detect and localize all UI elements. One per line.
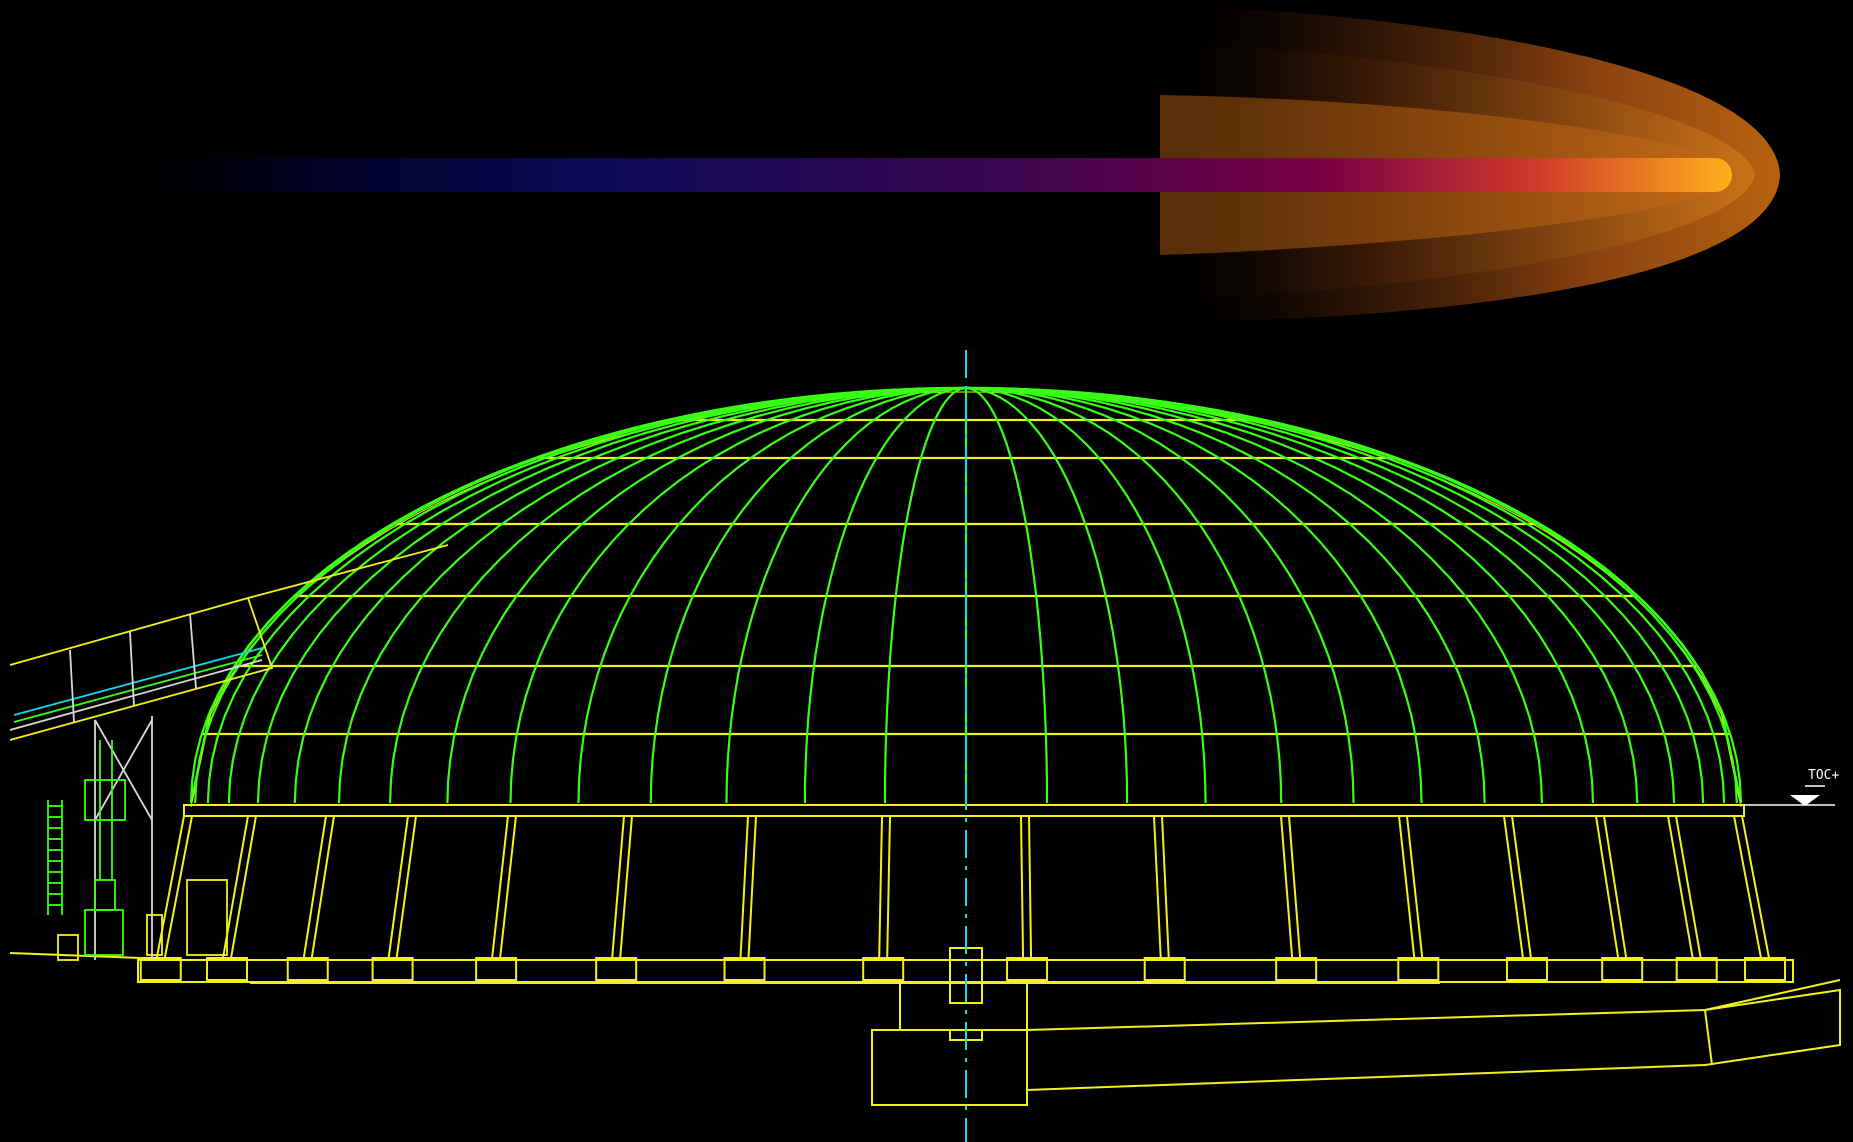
dome-rib bbox=[337, 386, 967, 804]
dome-rib bbox=[509, 386, 967, 804]
transfer-tower bbox=[84, 779, 126, 821]
drive-unit bbox=[84, 909, 124, 956]
wall-column bbox=[1732, 815, 1771, 959]
dome-rib bbox=[965, 386, 1129, 804]
column-footing bbox=[723, 957, 766, 981]
tunnel-joint bbox=[1704, 1009, 1713, 1066]
wall-column bbox=[1019, 815, 1033, 959]
dome-rib bbox=[965, 386, 1639, 804]
conveyor-belt-2 bbox=[13, 654, 263, 723]
tower-brace-2 bbox=[94, 719, 153, 821]
dome-rib bbox=[965, 386, 1207, 804]
column-footing bbox=[1744, 957, 1787, 981]
wall-column bbox=[1152, 815, 1170, 959]
transfer-chute bbox=[94, 879, 116, 911]
dome-rib bbox=[293, 386, 967, 804]
reclaim-tunnel-box bbox=[871, 1029, 1028, 1106]
column-footing bbox=[1143, 957, 1186, 981]
dome-rib bbox=[189, 386, 967, 804]
dome-rib bbox=[965, 386, 1283, 804]
comet-trail bbox=[100, 5, 1780, 322]
column-footing bbox=[286, 957, 329, 981]
wall-column bbox=[1279, 815, 1302, 959]
wall-column bbox=[302, 815, 336, 959]
column-footing bbox=[1675, 957, 1718, 981]
wall-column bbox=[1397, 815, 1424, 959]
column-footing bbox=[1275, 957, 1318, 981]
wall-column bbox=[490, 815, 518, 959]
column-footing bbox=[139, 957, 182, 981]
dome-rib bbox=[965, 386, 1049, 804]
dome-rib bbox=[965, 386, 1543, 804]
conveyor-gallery bbox=[9, 544, 449, 961]
platform-box bbox=[186, 879, 228, 956]
wall-column bbox=[387, 815, 418, 959]
ring-beam bbox=[183, 804, 1745, 817]
wall-column bbox=[1666, 815, 1702, 959]
dome-rib bbox=[965, 386, 1355, 804]
wall-column bbox=[739, 815, 758, 959]
wall-column bbox=[878, 815, 892, 959]
comet-beam bbox=[100, 158, 1732, 192]
dome-rib bbox=[965, 386, 1705, 804]
column-footing bbox=[475, 957, 518, 981]
column-footing bbox=[1006, 957, 1049, 981]
dome-rib bbox=[965, 386, 1423, 804]
dome-rib bbox=[965, 386, 1595, 804]
dome-rib bbox=[965, 386, 1676, 804]
wall-column bbox=[1594, 815, 1628, 959]
dome-rib bbox=[883, 386, 967, 804]
column-footings bbox=[139, 957, 1787, 981]
wall-column bbox=[1502, 815, 1533, 959]
access-ladder bbox=[47, 800, 63, 915]
conveyor-lower-chord bbox=[9, 659, 263, 731]
truss-member bbox=[189, 613, 197, 689]
ground-line-left bbox=[9, 952, 141, 959]
column-footing bbox=[1505, 957, 1548, 981]
dome-rib bbox=[577, 386, 967, 804]
conveyor-roof bbox=[247, 544, 449, 599]
column-footing bbox=[862, 957, 905, 981]
dome-rib bbox=[965, 386, 1486, 804]
elevation-marker: TOC+ bbox=[1744, 768, 1839, 806]
left-footing bbox=[57, 934, 79, 961]
platform-box-2 bbox=[146, 914, 163, 956]
dome-rib bbox=[803, 386, 967, 804]
toc-label: TOC+ bbox=[1808, 768, 1839, 783]
truss-member bbox=[69, 649, 75, 723]
truss-member bbox=[129, 631, 135, 707]
column-footing bbox=[595, 957, 638, 981]
wall-columns bbox=[155, 815, 1771, 959]
conveyor-top-chord bbox=[9, 596, 274, 741]
tunnel-top-line bbox=[1704, 979, 1841, 1011]
reclaim-tunnel bbox=[1026, 988, 1841, 1091]
marker-triangle bbox=[1790, 795, 1820, 806]
conveyor-belt bbox=[13, 647, 263, 716]
column-footing bbox=[1601, 957, 1644, 981]
conveyor-truss bbox=[69, 613, 197, 723]
dome-rib bbox=[725, 386, 967, 804]
center-shaft bbox=[899, 983, 1028, 1041]
column-footing bbox=[206, 957, 249, 981]
dome-rib bbox=[649, 386, 967, 804]
wall-column bbox=[221, 815, 258, 959]
column-footing bbox=[1397, 957, 1440, 981]
dome-rib bbox=[446, 386, 967, 804]
column-footing bbox=[371, 957, 414, 981]
dome-wireframe bbox=[189, 386, 1743, 808]
dome-base-structure bbox=[9, 804, 1841, 1106]
wall-column bbox=[611, 815, 634, 959]
dome-rib bbox=[389, 386, 967, 804]
